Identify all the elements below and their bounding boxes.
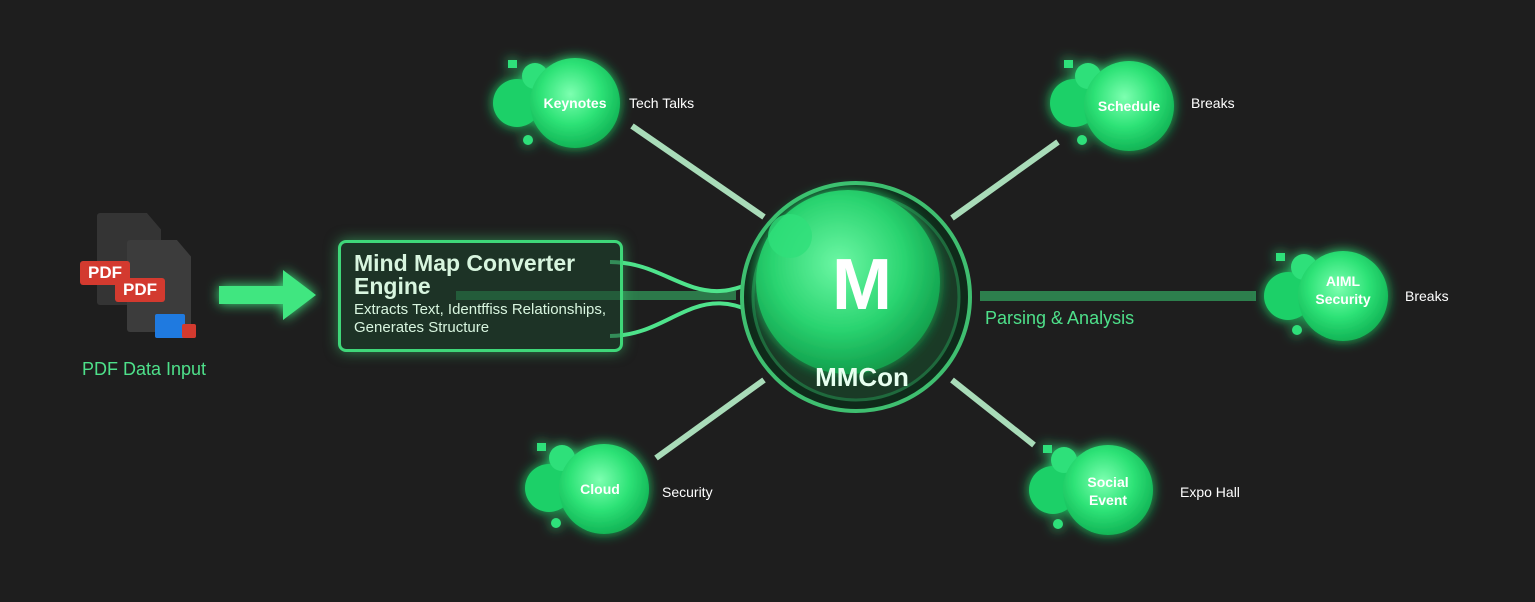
node-schedule-graphic <box>1050 60 1174 151</box>
node-social-label: Social Event <box>1087 474 1129 508</box>
engine-description: Extracts Text, Identffiss Relationships,… <box>354 301 607 336</box>
hub-name: MMCon <box>815 362 909 392</box>
blue-tile-icon <box>155 314 185 338</box>
connector-social <box>950 377 1036 448</box>
node-cloud-graphic <box>525 443 649 534</box>
edge-label-parsing: Parsing & Analysis <box>985 308 1135 328</box>
node-aiml-graphic <box>1264 251 1388 341</box>
engine-title: Mind Map Converter Engine <box>354 250 576 299</box>
input-arrow <box>219 270 316 320</box>
node-schedule-label: Schedule <box>1097 98 1161 114</box>
node-aiml-label: AIML Security <box>1315 273 1371 307</box>
node-keynotes-label: Keynotes <box>543 95 607 111</box>
connector-keynotes <box>630 123 766 220</box>
connector-schedule <box>950 139 1060 221</box>
node-aiml-side-label: Breaks <box>1405 288 1449 304</box>
hub-bubble <box>768 214 812 258</box>
node-schedule-side-label: Breaks <box>1191 95 1235 111</box>
node-social-graphic <box>1029 445 1153 535</box>
hub-right-bar <box>980 291 1256 301</box>
pdf-tag-front: PDF <box>115 278 165 302</box>
connector-cloud <box>654 377 766 461</box>
node-social-side-label: Expo Hall <box>1180 484 1240 500</box>
hub-logo-letter: M <box>832 245 892 325</box>
node-cloud-side-label: Security <box>662 484 713 500</box>
pdf-input-label: PDF Data Input <box>82 359 207 379</box>
red-square-icon <box>182 324 196 338</box>
node-cloud-label: Cloud <box>580 481 620 497</box>
node-keynotes-side-label: Tech Talks <box>629 95 695 111</box>
engine-box <box>338 240 623 352</box>
node-keynotes-graphic <box>493 58 620 148</box>
pdf-tag-back: PDF <box>80 261 130 285</box>
